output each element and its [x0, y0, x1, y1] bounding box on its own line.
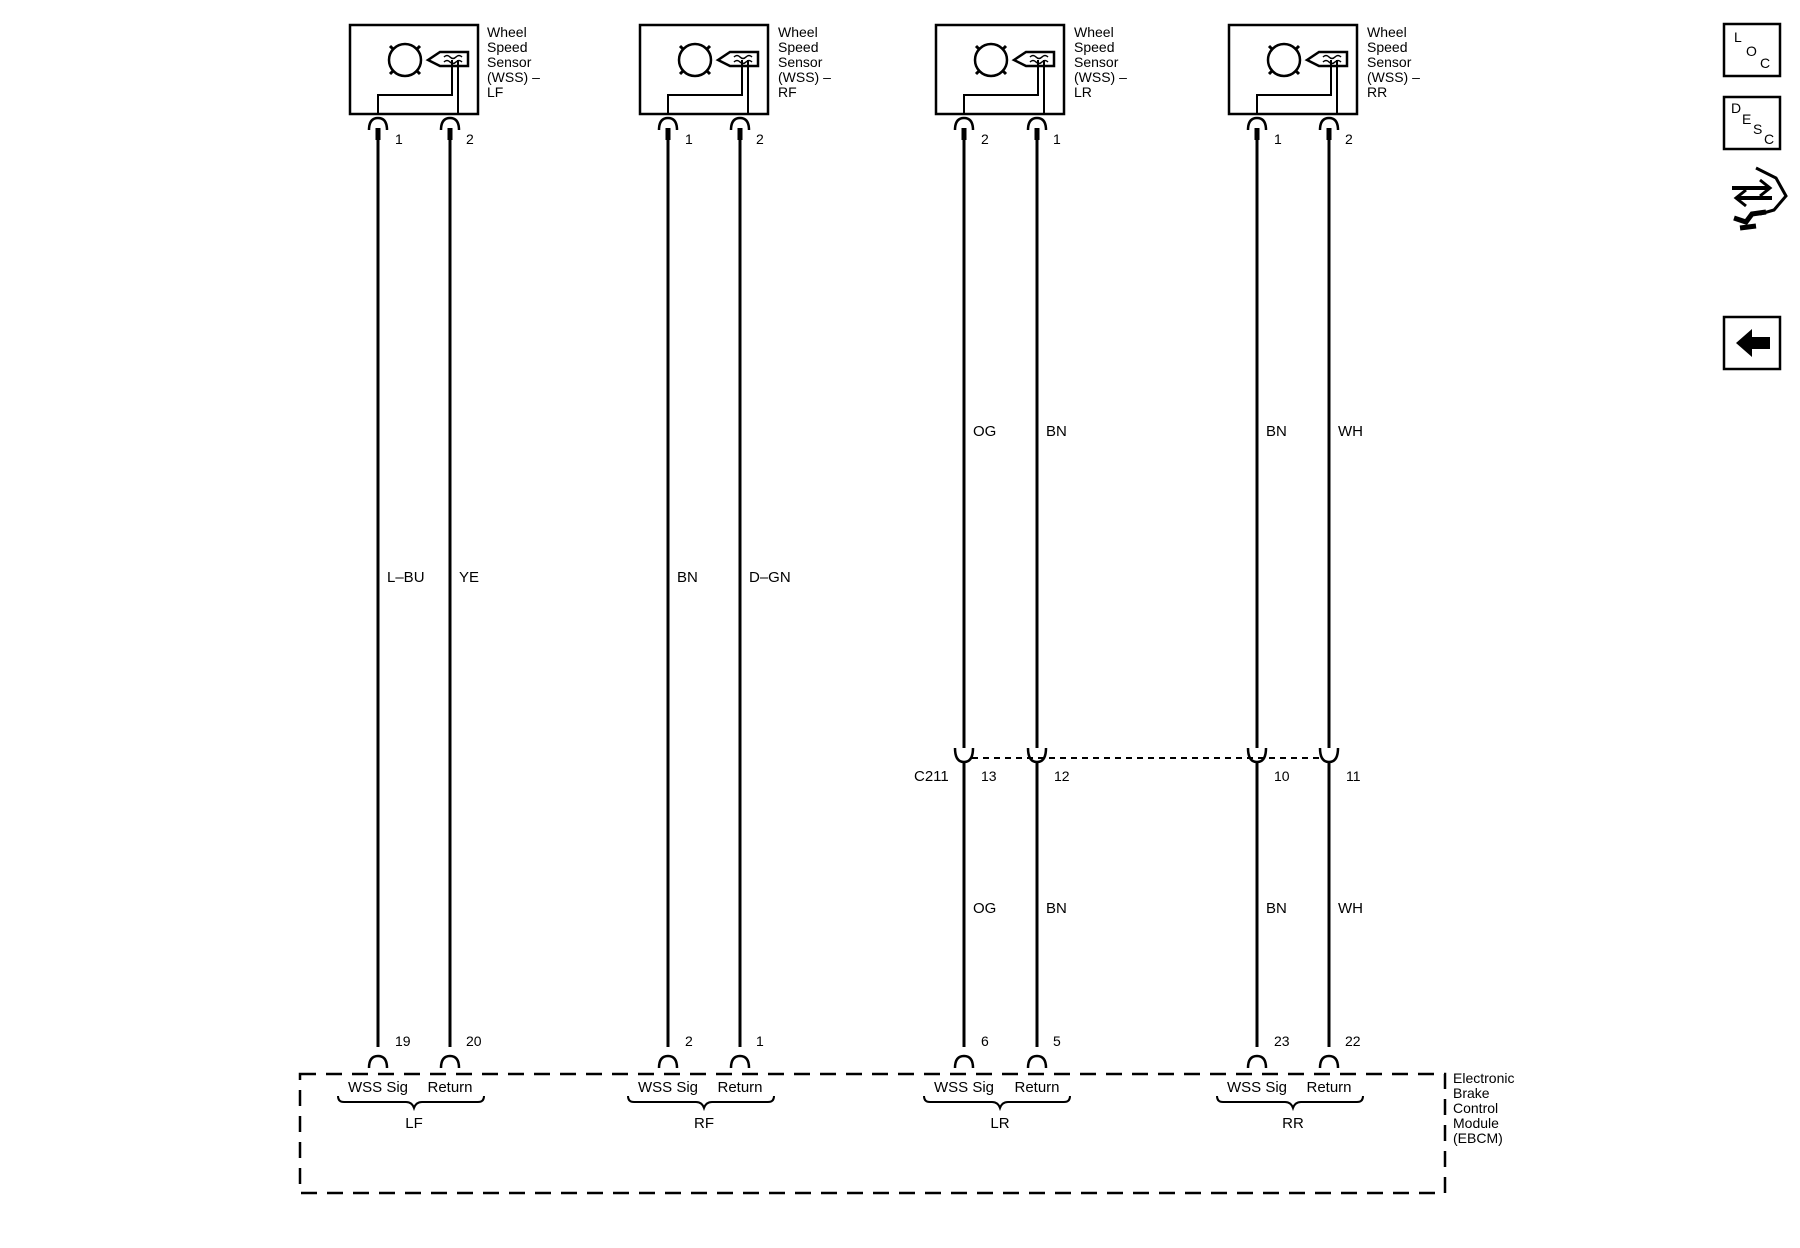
- sensor-lf-label-5: LF: [487, 84, 503, 100]
- sensor-rf-label-2: Speed: [778, 39, 818, 55]
- ebcm-name-1: Electronic: [1453, 1070, 1514, 1086]
- connector-c211-pin-12: 12: [1054, 768, 1070, 784]
- sensor-lr-label-1: Wheel: [1074, 24, 1114, 40]
- sensor-rf-pin-b: 2: [756, 131, 764, 147]
- sensor-rf-pin-a: 1: [685, 131, 693, 147]
- sensor-lr-label-3: Sensor: [1074, 54, 1119, 70]
- sensor-lf-label-1: Wheel: [487, 24, 527, 40]
- ebcm-pin-rr-ret: 22: [1345, 1033, 1361, 1049]
- ebcm-rr-ret-label: Return: [1306, 1079, 1351, 1096]
- ebcm-name-4: Module: [1453, 1115, 1499, 1131]
- ebcm-lf-ret-label: Return: [427, 1079, 472, 1096]
- desc-letter-e: E: [1742, 111, 1751, 127]
- sensor-rr-label-1: Wheel: [1367, 24, 1407, 40]
- ebcm-pin-rr-sig: 23: [1274, 1033, 1290, 1049]
- connector-c211-pin-10: 10: [1274, 768, 1290, 784]
- wire-lr-sig-color-lower: OG: [973, 900, 996, 917]
- ebcm-lr-sig-label: WSS Sig: [934, 1079, 994, 1096]
- sensor-rr-label-5: RR: [1367, 84, 1387, 100]
- desc-letter-d: D: [1731, 100, 1741, 116]
- wire-lf-sig-color: L–BU: [387, 569, 425, 586]
- ebcm-name-3: Control: [1453, 1100, 1498, 1116]
- ebcm-pin-rf-sig: 2: [685, 1033, 693, 1049]
- desc-letter-c: C: [1764, 131, 1774, 147]
- wire-lf-ret-color: YE: [459, 569, 479, 586]
- ebcm-group-lr: LR: [990, 1115, 1009, 1132]
- ebcm-module: 19 20 2 1 6 5 23 22 WSS Sig Return WSS S…: [298, 1033, 1514, 1195]
- ebcm-lf-sig-label: WSS Sig: [348, 1079, 408, 1096]
- ebcm-pin-lf-sig: 19: [395, 1033, 411, 1049]
- wire-rr-sig-color-upper: BN: [1266, 423, 1287, 440]
- sensor-rr-pin-b: 2: [1345, 131, 1353, 147]
- wires: [375, 128, 1332, 1047]
- desc-button[interactable]: D E S C: [1722, 95, 1782, 151]
- ebcm-pin-lr-sig: 6: [981, 1033, 989, 1049]
- sensor-lr: Wheel Speed Sensor (WSS) – LR: [934, 23, 1127, 116]
- wire-rr-sig-color-lower: BN: [1266, 900, 1287, 917]
- connector-end-view-icon[interactable]: [1732, 166, 1788, 231]
- ebcm-group-lf: LF: [405, 1115, 423, 1132]
- connector-c211-name: C211: [914, 768, 949, 785]
- sensor-lf-pin-a: 1: [395, 131, 403, 147]
- sensor-lr-label-2: Speed: [1074, 39, 1114, 55]
- ebcm-name-5: (EBCM): [1453, 1130, 1503, 1146]
- sensor-pins: 1 2 1 2 2 1 1 2: [367, 116, 1353, 147]
- sensor-rf-label-5: RF: [778, 84, 797, 100]
- ebcm-group-rf: RF: [694, 1115, 714, 1132]
- sensor-rr-pin-a: 1: [1274, 131, 1282, 147]
- sensor-lr-pin-b: 1: [1053, 131, 1061, 147]
- ebcm-pin-rf-ret: 1: [756, 1033, 764, 1049]
- ebcm-lr-ret-label: Return: [1014, 1079, 1059, 1096]
- back-arrow-button[interactable]: [1722, 315, 1782, 371]
- sensor-lf-pin-b: 2: [466, 131, 474, 147]
- wire-rf-sig-color: BN: [677, 569, 698, 586]
- sensor-rr: Wheel Speed Sensor (WSS) – RR: [1227, 23, 1420, 116]
- sensor-lr-label-4: (WSS) –: [1074, 69, 1127, 85]
- loc-button[interactable]: L O C: [1722, 22, 1782, 78]
- loc-letter-c: C: [1760, 55, 1770, 71]
- sensor-rf: Wheel Speed Sensor (WSS) – RF: [638, 23, 831, 116]
- sensor-rr-label-2: Speed: [1367, 39, 1407, 55]
- sensor-rf-label-1: Wheel: [778, 24, 818, 40]
- ebcm-rr-sig-label: WSS Sig: [1227, 1079, 1287, 1096]
- sensor-lr-label-5: LR: [1074, 84, 1092, 100]
- sensor-lr-pin-a: 2: [981, 131, 989, 147]
- ebcm-group-rr: RR: [1282, 1115, 1304, 1132]
- sensor-rf-label-4: (WSS) –: [778, 69, 831, 85]
- wire-rr-ret-color-lower: WH: [1338, 900, 1363, 917]
- ebcm-rf-sig-label: WSS Sig: [638, 1079, 698, 1096]
- sensor-rr-label-3: Sensor: [1367, 54, 1412, 70]
- wire-lr-sig-color-upper: OG: [973, 423, 996, 440]
- wire-lr-ret-color-upper: BN: [1046, 423, 1067, 440]
- wire-lr-ret-color-lower: BN: [1046, 900, 1067, 917]
- back-arrow-icon: [1736, 329, 1770, 357]
- loc-letter-o: O: [1746, 43, 1757, 59]
- sensor-lf-label-4: (WSS) –: [487, 69, 540, 85]
- sensor-rr-label-4: (WSS) –: [1367, 69, 1420, 85]
- ebcm-pin-lf-ret: 20: [466, 1033, 482, 1049]
- desc-letter-s: S: [1753, 121, 1762, 137]
- wire-color-labels: L–BU YE BN D–GN OG BN BN WH OG BN BN WH: [387, 423, 1363, 917]
- connector-c211: C211 13 12 10 11: [914, 747, 1361, 785]
- sensor-lf-label-3: Sensor: [487, 54, 532, 70]
- wire-rf-ret-color: D–GN: [749, 569, 791, 586]
- ebcm-rf-ret-label: Return: [717, 1079, 762, 1096]
- sensor-lf-label-2: Speed: [487, 39, 527, 55]
- ebcm-name-2: Brake: [1453, 1085, 1490, 1101]
- ebcm-pin-lr-ret: 5: [1053, 1033, 1061, 1049]
- sensor-lf: Wheel Speed Sensor (WSS) – LF: [348, 23, 540, 116]
- wire-rr-ret-color-upper: WH: [1338, 423, 1363, 440]
- connector-c211-pin-11: 11: [1346, 768, 1361, 784]
- loc-letter-l: L: [1734, 29, 1742, 45]
- connector-c211-pin-13: 13: [981, 768, 997, 784]
- sensor-rf-label-3: Sensor: [778, 54, 823, 70]
